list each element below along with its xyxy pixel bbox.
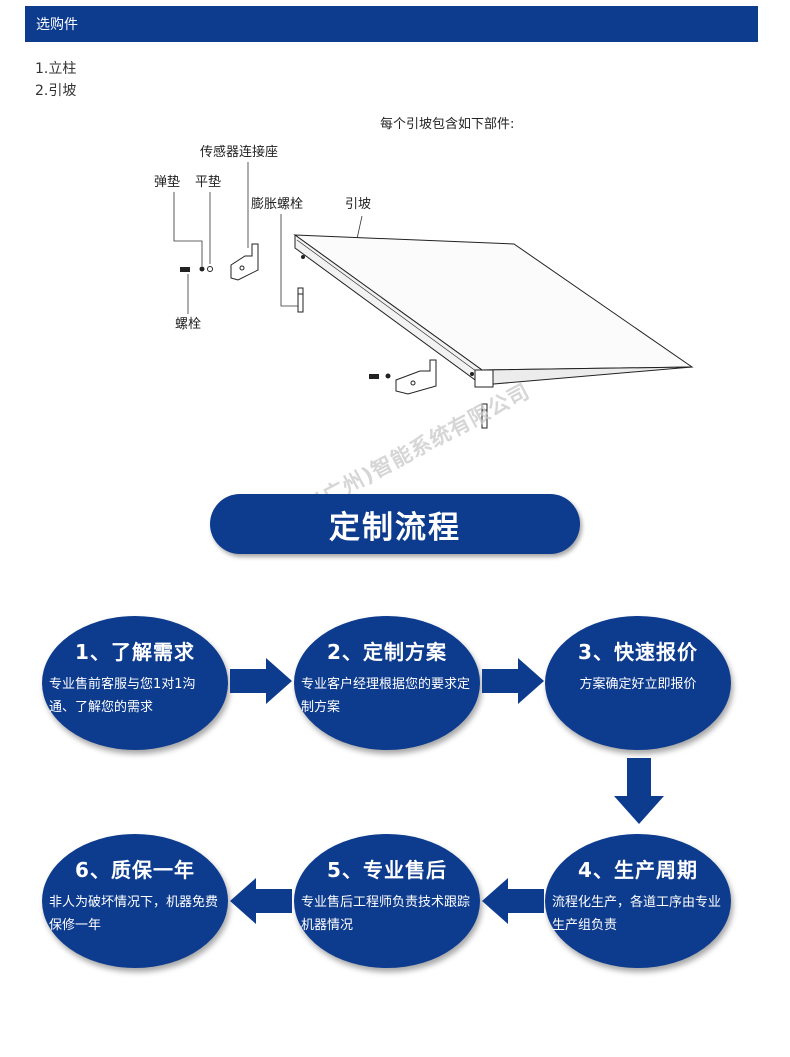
step-6-desc: 非人为破坏情况下，机器免费保修一年 (49, 895, 219, 933)
label-expansion-bolt: 膨胀螺栓 (251, 197, 303, 212)
step-6-title: 6、质保一年 (75, 858, 195, 882)
label-ramp: 引坡 (345, 197, 371, 212)
process-title: 定制流程 (329, 509, 461, 546)
sensor-seat-bottom (395, 359, 437, 395)
ramp-shape (293, 234, 694, 388)
step-3-title: 3、快速报价 (578, 640, 698, 664)
arrow-right-icon (482, 658, 544, 704)
diagram-caption: 每个引坡包含如下部件: (380, 116, 514, 132)
step-2: 2、定制方案 专业客户经理根据您的要求定制方案 (294, 616, 480, 750)
step-4-desc: 流程化生产，各道工序由专业生产组负责 (552, 895, 722, 933)
step-2-desc: 专业客户经理根据您的要求定制方案 (301, 677, 471, 715)
label-bolt: 螺栓 (175, 317, 201, 332)
step-1-desc: 专业售前客服与您1对1沟通、了解您的需求 (49, 677, 196, 715)
step-6: 6、质保一年 非人为破坏情况下，机器免费保修一年 (42, 834, 228, 968)
step-3-desc: 方案确定好立即报价 (579, 677, 697, 692)
arrow-right-icon (230, 658, 292, 704)
step-5-desc: 专业售后工程师负责技术跟踪机器情况 (301, 895, 471, 933)
expansion-bolt-bottom (481, 403, 488, 429)
section-header: 选购件 (25, 6, 758, 42)
ramp-parts-diagram: 每个引坡包含如下部件: 传感器连接座 弹垫 平垫 膨胀螺栓 引坡 螺栓 (154, 116, 694, 429)
label-spring-washer: 弹垫 (154, 174, 180, 190)
step-4: 4、生产周期 流程化生产，各道工序由专业生产组负责 (545, 834, 731, 968)
arrow-down-icon (614, 758, 664, 824)
options-list: 1.立柱 2.引坡 (35, 58, 76, 102)
label-flat-washer: 平垫 (195, 174, 221, 190)
step-5: 5、专业售后 专业售后工程师负责技术跟踪机器情况 (294, 834, 480, 968)
bolt-top (180, 266, 213, 272)
section-header-title: 选购件 (36, 17, 78, 33)
step-1: 1、了解需求 专业售前客服与您1对1沟通、了解您的需求 (42, 616, 228, 750)
step-4-title: 4、生产周期 (578, 858, 698, 882)
option-item-ramp: 2.引坡 (35, 83, 77, 99)
bolt-bottom (369, 373, 391, 379)
process-title-banner: 定制流程 (210, 494, 580, 554)
option-item-pillar: 1.立柱 (35, 61, 77, 77)
expansion-bolt-top (297, 287, 304, 313)
sensor-seat-top (230, 243, 259, 281)
arrow-left-icon (230, 878, 292, 924)
step-2-title: 2、定制方案 (327, 640, 447, 664)
arrow-left-icon (482, 878, 544, 924)
step-1-title: 1、了解需求 (75, 640, 195, 664)
step-3: 3、快速报价 方案确定好立即报价 (545, 616, 731, 750)
step-5-title: 5、专业售后 (327, 858, 447, 882)
label-sensor-seat: 传感器连接座 (200, 144, 278, 160)
leader-lines (173, 162, 363, 314)
